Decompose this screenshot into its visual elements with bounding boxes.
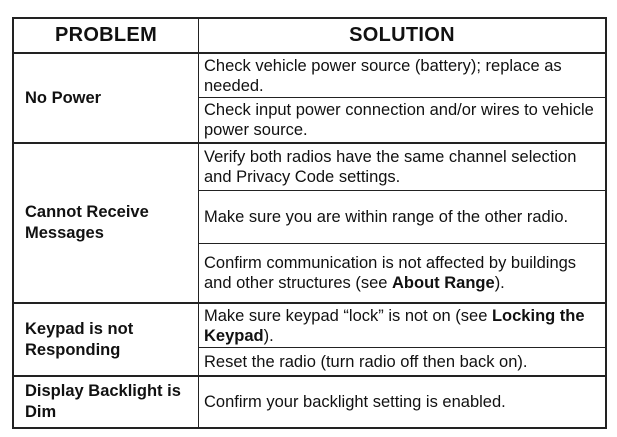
solution-cell: Reset the radio (turn radio off then bac… [204,352,528,371]
row-divider [14,302,605,304]
about-range-ref: About Range [392,273,495,292]
row-divider [14,142,605,144]
solution-cell: Make sure you are within range of the ot… [204,208,569,226]
solution-cell: Verify both radios have the same channel… [204,148,577,186]
problem-backlight: Display Backlight is Dim [25,382,181,421]
header-divider [14,52,605,54]
solution-cell: Confirm communication is not affected by… [204,253,577,292]
row-divider [14,375,605,377]
row-divider [198,190,605,191]
solution-cell: Check vehicle power source (battery); re… [204,56,562,95]
row-divider [198,347,605,348]
solution-cell: Confirm your backlight setting is enable… [204,393,506,411]
row-divider [198,243,605,244]
column-divider [198,19,199,427]
solution-cell: Make sure keypad “lock” is not on (see L… [204,306,585,345]
header-solution: SOLUTION [349,24,455,46]
header-problem: PROBLEM [54,24,158,46]
problem-no-power: No Power [25,88,102,107]
row-divider [198,97,605,98]
troubleshooting-table: PROBLEM SOLUTION No Power Check vehicle … [12,17,607,429]
solution-cell: Check input power connection and/or wire… [204,101,594,139]
locking-keypad-ref: Locking the Keypad [204,306,585,345]
problem-cannot-receive: Cannot Receive Messages [25,203,149,242]
problem-keypad: Keypad is not Responding [25,319,134,359]
